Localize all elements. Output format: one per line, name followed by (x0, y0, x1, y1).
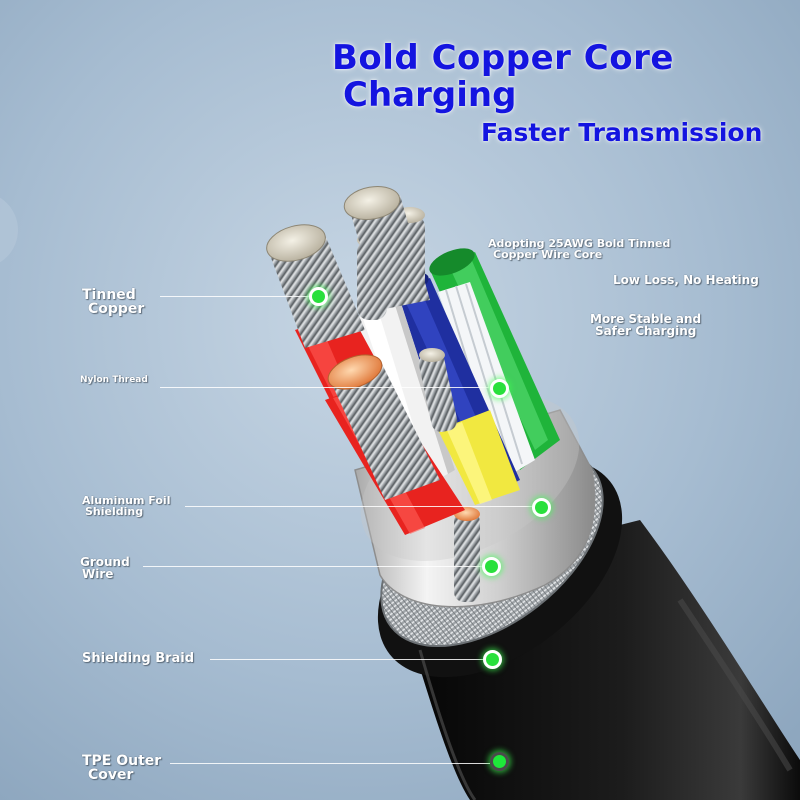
callout-tinned-copper-line-1: Tinned (82, 287, 136, 303)
headline-line-1: Bold Copper Core (332, 38, 674, 78)
feature-stable-charging: More Stable and Safer Charging (590, 313, 701, 337)
callout-nylon-thread: Nylon Thread (80, 375, 148, 385)
leader-ground-wire (143, 566, 483, 567)
leader-nylon-thread (160, 387, 490, 388)
leader-tpe-outer-cover (170, 763, 490, 764)
background-shape (0, 197, 18, 263)
headline-subtitle: Faster Transmission (481, 118, 763, 147)
callout-tinned-copper-line-2: Copper (88, 301, 145, 317)
callout-tpe-outer-cover: TPE Outer Cover (82, 754, 161, 782)
feature-25awg: Adopting 25AWG Bold Tinned Copper Wire C… (488, 238, 670, 260)
marker-nylon-thread (490, 379, 509, 398)
feature-25awg-line-2: Copper Wire Core (493, 248, 603, 261)
leader-aluminum-foil (185, 506, 533, 507)
callout-tpe-line-1: TPE Outer (82, 753, 162, 769)
callout-shielding-braid: Shielding Braid (82, 651, 195, 666)
callout-ground-wire: Ground Wire (80, 556, 130, 580)
callout-ground-wire-line-2: Wire (82, 567, 114, 581)
tinned-copper-bundle-top (343, 186, 430, 310)
feature-stable-line-2: Safer Charging (595, 324, 697, 338)
callout-aluminum-foil-line-1: Aluminum Foil (82, 494, 171, 507)
callout-ground-wire-line-1: Ground (80, 555, 130, 569)
marker-aluminum-foil (532, 498, 551, 517)
callout-tpe-line-2: Cover (88, 767, 134, 783)
headline-line-2: Charging (343, 75, 517, 115)
marker-ground-wire (482, 557, 501, 576)
red-wire-front (325, 354, 465, 535)
yellow-wire (418, 348, 520, 505)
marker-tinned-copper (309, 287, 328, 306)
feature-25awg-line-1: Adopting 25AWG Bold Tinned (488, 237, 671, 250)
callout-aluminum-foil: Aluminum Foil Shielding (82, 495, 170, 517)
callout-tinned-copper: Tinned Copper (82, 288, 144, 316)
marker-tpe-outer-cover (490, 752, 509, 771)
callout-aluminum-foil-line-2: Shielding (85, 505, 144, 518)
leader-shielding-braid (210, 659, 483, 660)
feature-low-loss: Low Loss, No Heating (613, 273, 759, 287)
marker-shielding-braid (483, 650, 502, 669)
leader-tinned-copper (160, 296, 310, 297)
ground-wire (454, 507, 480, 602)
feature-stable-line-1: More Stable and (590, 312, 702, 326)
